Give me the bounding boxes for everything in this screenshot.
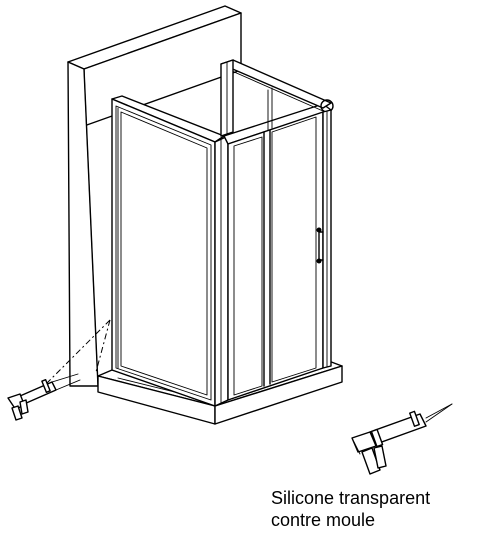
silicone-tube-left-icon: [7, 373, 81, 421]
side-panel: [111, 95, 225, 407]
sliding-door: [227, 87, 324, 401]
door-handle: [316, 227, 324, 264]
caption-line-2: contre moule: [271, 510, 376, 530]
shower-tray: [97, 359, 343, 425]
corner-post: [214, 135, 229, 407]
silicone-tube-right-icon: [351, 403, 453, 475]
wall: [67, 5, 242, 387]
back-frame: [220, 59, 234, 137]
silicone-caption: Silicone transparent contre moule: [271, 487, 430, 531]
right-post: [322, 109, 332, 369]
silicone-line: [39, 319, 111, 391]
caption-line-1: Silicone transparent: [271, 488, 431, 508]
